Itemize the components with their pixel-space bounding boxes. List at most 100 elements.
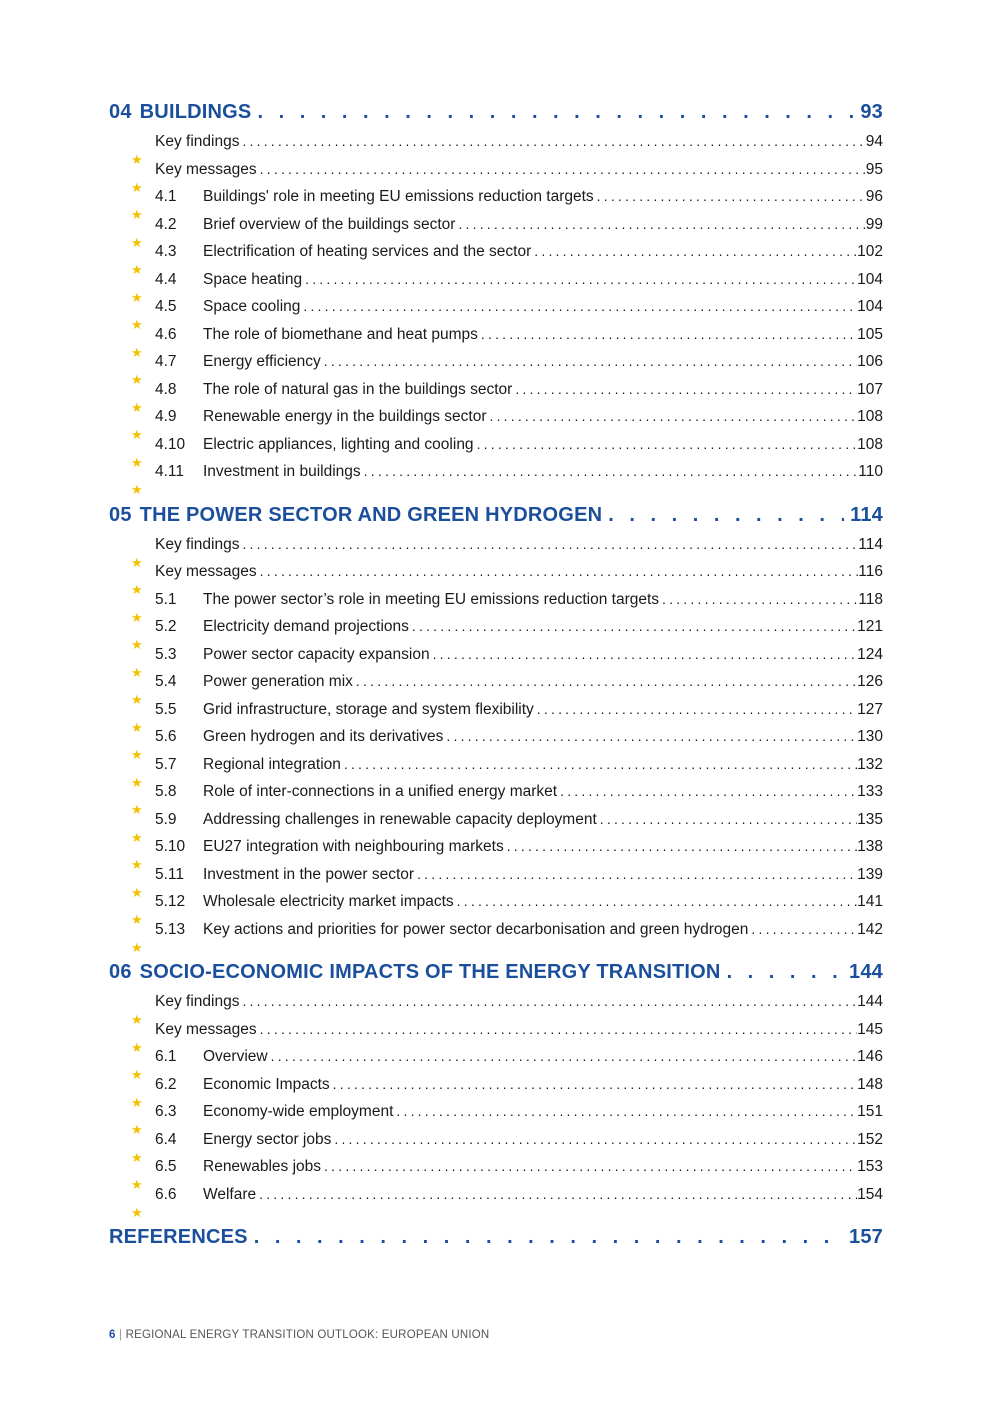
entry-title: Key messages <box>155 160 257 178</box>
star-icon: ★ <box>131 912 143 927</box>
star-icon: ★ <box>131 1177 143 1192</box>
dot-leader: ........................................… <box>506 838 858 854</box>
dot-leader: ........................................… <box>242 993 858 1009</box>
chapter-page-number: 93 <box>860 101 883 123</box>
entry-title: Green hydrogen and its derivatives <box>203 728 444 745</box>
entry-page-number: 148 <box>857 1075 883 1093</box>
toc-entry-list: ★Key findings...........................… <box>109 531 883 955</box>
dot-leader: ........................................… <box>458 215 865 232</box>
toc-entry-link[interactable]: ★Key messages...........................… <box>109 558 883 597</box>
dot-leader: ........................................… <box>411 618 857 634</box>
entry-number: 4.11 <box>155 463 185 480</box>
star-icon: ★ <box>131 692 143 707</box>
chapter-page-number: 157 <box>849 1226 883 1248</box>
star-icon: ★ <box>131 262 143 277</box>
entry-number: 5.13 <box>155 920 186 938</box>
dot-leader: ........................................… <box>396 1103 858 1119</box>
entry-page-number: 152 <box>857 1130 883 1148</box>
star-icon: ★ <box>131 802 143 817</box>
entry-title: Electric appliances, lighting and coolin… <box>203 435 474 453</box>
dot-leader: ........................................… <box>332 1075 858 1092</box>
entry-page-number: 133 <box>857 783 883 800</box>
entry-title: Energy efficiency <box>203 353 321 370</box>
entry-number: 5.2 <box>155 618 177 635</box>
entry-title: The power sector’s role in meeting EU em… <box>203 590 660 608</box>
dot-leader: ........................................… <box>489 408 857 424</box>
toc-entry-link[interactable]: ★Key messages...........................… <box>109 1016 883 1055</box>
entry-page-number: 139 <box>857 865 883 883</box>
star-icon: ★ <box>131 482 143 497</box>
dot-leader: ........................................… <box>324 1158 857 1174</box>
star-icon: ★ <box>131 399 143 415</box>
star-icon: ★ <box>131 1094 143 1110</box>
entry-title: Renewable energy in the buildings sector <box>203 408 487 425</box>
dot-leader: ........................................… <box>303 298 857 314</box>
chapter-heading-link[interactable]: REFERENCES . . . . . . . . . . . . . . .… <box>109 1221 883 1253</box>
entry-title: Investment in buildings <box>203 463 361 480</box>
entry-number: 5.1 <box>155 590 177 608</box>
dot-leader: . . . . . . . . . . . . . . . . . . . . … <box>726 961 843 983</box>
star-icon: ★ <box>131 234 143 250</box>
dot-leader: ........................................… <box>560 783 857 799</box>
chapter-title: THE POWER SECTOR AND GREEN HYDROGEN <box>139 503 603 526</box>
entry-number: 4.10 <box>155 435 186 453</box>
entry-number: 4.9 <box>155 408 177 425</box>
toc-entry-link[interactable]: ★ Key messages...........................… <box>109 156 883 195</box>
chapter-title: BUILDINGS <box>139 101 252 123</box>
star-icon: ★ <box>131 664 143 680</box>
entry-page-number: 114 <box>858 535 883 553</box>
dot-leader: ........................................… <box>242 133 866 149</box>
entry-number: 5.11 <box>155 865 185 883</box>
entry-page-number: 116 <box>858 563 883 580</box>
entry-title: Key findings <box>155 133 240 150</box>
star-icon: ★ <box>131 179 143 195</box>
entry-page-number: 95 <box>865 160 883 178</box>
toc-entry-link[interactable]: ★Key findings...........................… <box>109 531 883 570</box>
dot-leader: ........................................… <box>343 755 857 772</box>
entry-number: 5.12 <box>155 893 186 910</box>
entry-title: Buildings' role in meeting EU emissions … <box>203 188 594 205</box>
toc-entry-link[interactable]: ★Key findings...........................… <box>109 988 883 1027</box>
entry-page-number: 146 <box>857 1048 883 1065</box>
entry-title: Overview <box>203 1048 268 1065</box>
toc-entry-link[interactable]: ★Key findings...........................… <box>109 128 883 167</box>
entry-page-number: 126 <box>857 673 883 690</box>
entry-number: 6.5 <box>155 1158 177 1175</box>
dot-leader: ........................................… <box>259 160 866 177</box>
entry-page-number: 141 <box>857 893 883 910</box>
dot-leader: . . . . . . . . . . . . . . . . . . . . … <box>253 1226 843 1248</box>
